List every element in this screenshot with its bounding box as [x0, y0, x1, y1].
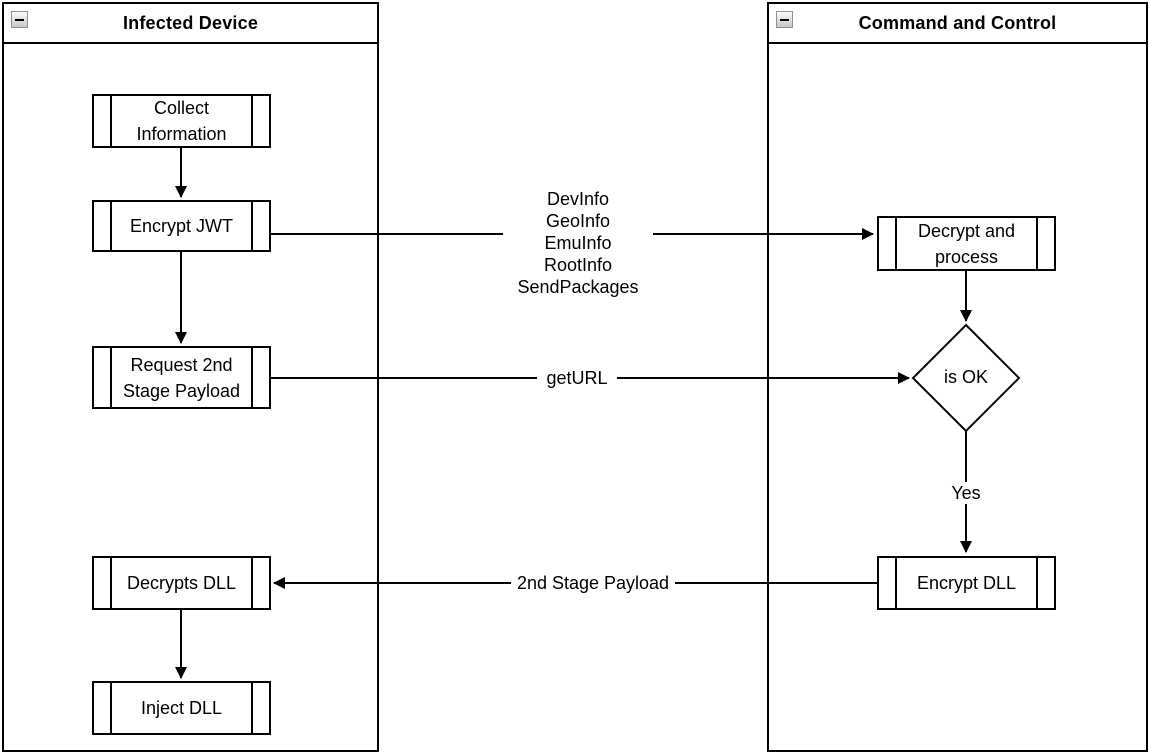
collapse-icon[interactable]: [11, 11, 28, 28]
minus-icon: [15, 18, 24, 21]
edge-label-send-info: DevInfo GeoInfo EmuInfo RootInfo SendPac…: [503, 188, 653, 298]
node-label: Request 2nd Stage Payload: [122, 354, 241, 401]
node-label: Inject DLL: [140, 698, 223, 718]
edge-label-2nd-stage-payload: 2nd Stage Payload: [511, 572, 675, 594]
node-label: Encrypt DLL: [916, 573, 1017, 593]
node-decrypt-and-process[interactable]: Decrypt and process: [877, 216, 1056, 271]
edge-label-yes: Yes: [941, 482, 991, 504]
node-decrypts-dll[interactable]: Decrypts DLL: [92, 556, 271, 610]
node-inject-dll[interactable]: Inject DLL: [92, 681, 271, 735]
node-encrypt-dll[interactable]: Encrypt DLL: [877, 556, 1056, 610]
edge-label-get-url: getURL: [537, 367, 617, 389]
container-infected-device-header: Infected Device: [4, 4, 377, 44]
node-label: Decrypts DLL: [126, 573, 237, 593]
container-command-and-control-header: Command and Control: [769, 4, 1146, 44]
node-request-2nd-stage-payload[interactable]: Request 2nd Stage Payload: [92, 346, 271, 409]
decision-diamond-is-ok[interactable]: [911, 323, 1021, 433]
node-collect-information[interactable]: Collect Information: [92, 94, 271, 148]
node-label: Decrypt and process: [917, 220, 1016, 267]
node-label: Encrypt JWT: [129, 216, 233, 236]
decision-label-is-ok: is OK: [943, 367, 988, 387]
node-encrypt-jwt[interactable]: Encrypt JWT: [92, 200, 271, 252]
minus-icon: [780, 18, 789, 21]
collapse-icon[interactable]: [776, 11, 793, 28]
container-title-command-and-control: Command and Control: [858, 12, 1057, 33]
container-title-infected-device: Infected Device: [122, 12, 259, 33]
node-label: Collect Information: [136, 98, 227, 144]
